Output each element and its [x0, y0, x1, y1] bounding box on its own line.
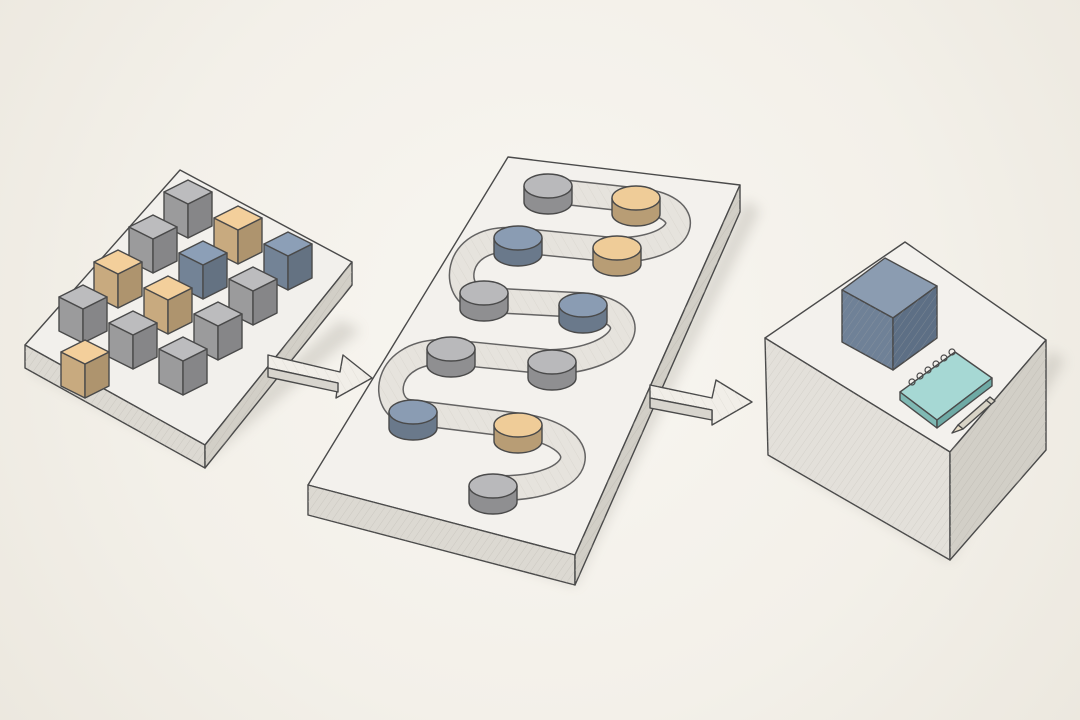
output-cube [841, 257, 938, 371]
output-box [764, 241, 1047, 561]
node-top [523, 173, 573, 199]
input-blocks [58, 179, 313, 399]
pipeline-node [426, 336, 476, 378]
input-block [60, 339, 110, 399]
block-face [163, 179, 213, 205]
block-face [58, 284, 108, 310]
input-grid-platform [24, 169, 353, 469]
node-top [388, 399, 438, 425]
block-face [213, 205, 263, 231]
pipeline-node [523, 173, 573, 215]
block-face [178, 240, 228, 266]
input-block [193, 301, 243, 361]
node-top [611, 185, 661, 211]
block-face [93, 249, 143, 275]
pipeline-node [592, 235, 642, 277]
notepad-icon [899, 348, 993, 429]
node-top [493, 412, 543, 438]
node-top [468, 473, 518, 499]
pipeline-node [493, 412, 543, 454]
arrow-right-icon [267, 354, 373, 399]
block-face [228, 266, 278, 292]
node-top [527, 349, 577, 375]
block-face [143, 275, 193, 301]
pipeline-platform [307, 156, 741, 586]
block-face [193, 301, 243, 327]
block-face [60, 339, 110, 365]
node-top [426, 336, 476, 362]
node-top [592, 235, 642, 261]
block-face [158, 336, 208, 362]
block-face [263, 231, 313, 257]
input-block [228, 266, 278, 326]
pipeline-node [527, 349, 577, 391]
input-block [158, 336, 208, 396]
pipeline-node [388, 399, 438, 441]
input-block [108, 310, 158, 370]
input-block [128, 214, 178, 274]
input-block [58, 284, 108, 344]
pipeline-nodes [388, 173, 661, 515]
node-top [558, 292, 608, 318]
pipeline-node [611, 185, 661, 227]
block-face [128, 214, 178, 240]
node-top [493, 225, 543, 251]
pipeline-node [468, 473, 518, 515]
pipeline-node [558, 292, 608, 334]
block-face [108, 310, 158, 336]
arrow-right-icon [649, 379, 753, 426]
pipeline-node [459, 280, 509, 322]
pipeline-node [493, 225, 543, 267]
pencil-icon [951, 396, 996, 434]
node-top [459, 280, 509, 306]
